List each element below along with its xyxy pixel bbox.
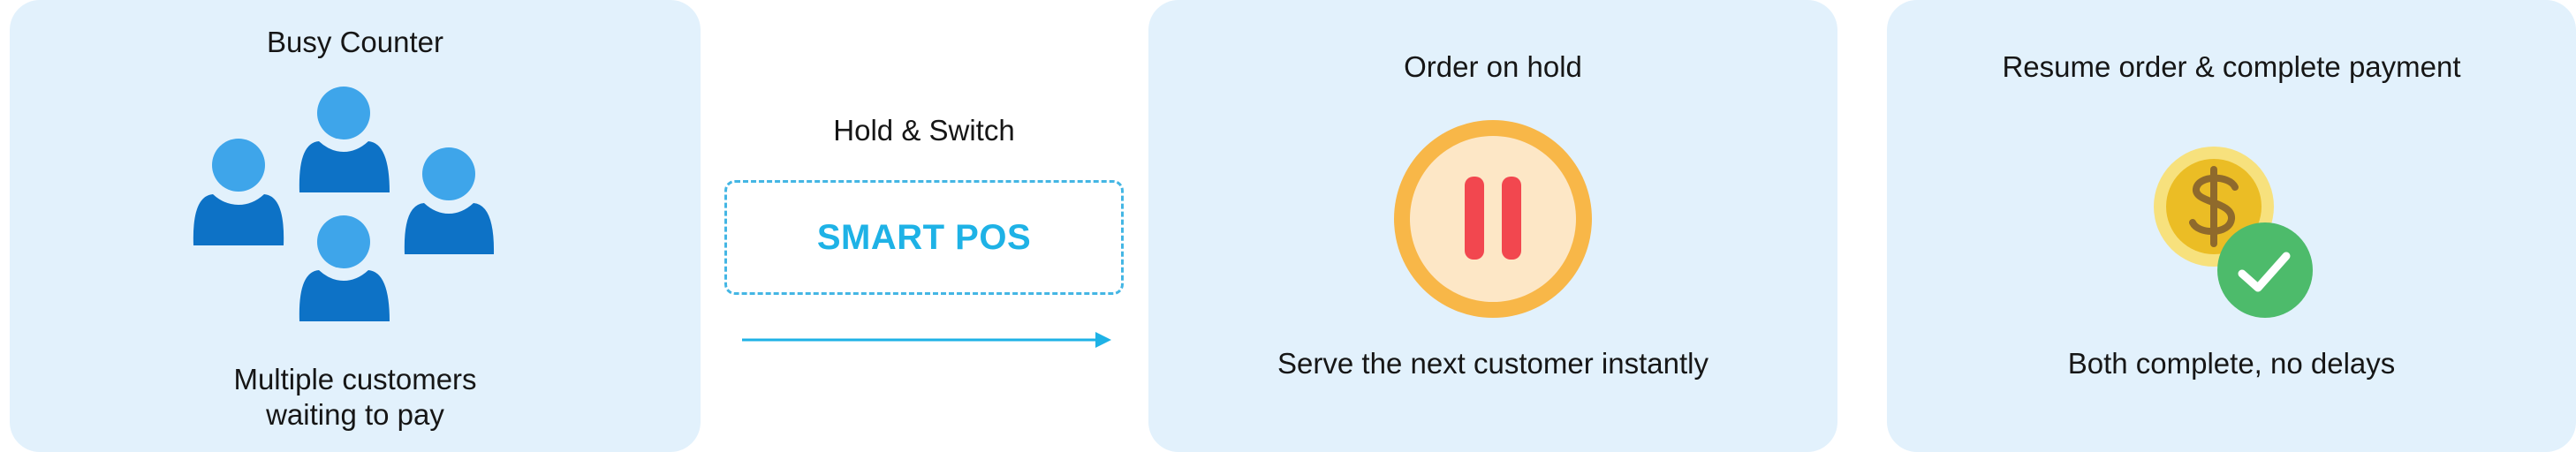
hold-switch-title: Hold & Switch <box>833 114 1015 147</box>
check-circle-icon <box>2217 222 2313 318</box>
order-hold-panel: Order on hold Serve the next customer in… <box>1148 0 1837 452</box>
order-hold-title: Order on hold <box>1404 50 1582 83</box>
person-icon <box>404 147 495 254</box>
resume-panel: Resume order & complete payment Both com… <box>1887 0 2576 452</box>
smart-pos-box: SMART POS <box>724 180 1124 295</box>
resume-title: Resume order & complete payment <box>2002 50 2461 83</box>
payment-complete-icon <box>2154 147 2313 318</box>
resume-caption: Both complete, no delays <box>2067 347 2396 380</box>
busy-counter-panel: Busy Counter Multiple customers waiting … <box>10 0 701 452</box>
customers-group-icon <box>193 87 495 321</box>
person-icon <box>299 215 390 321</box>
busy-counter-caption: Multiple customers waiting to pay <box>233 363 477 431</box>
right-arrow-icon <box>742 332 1111 348</box>
smart-pos-label: SMART POS <box>816 217 1032 257</box>
pause-icon <box>1394 120 1592 318</box>
busy-counter-title: Busy Counter <box>267 26 443 58</box>
order-hold-caption: Serve the next customer instantly <box>1277 347 1708 380</box>
person-icon <box>299 87 390 192</box>
person-icon <box>193 139 284 245</box>
